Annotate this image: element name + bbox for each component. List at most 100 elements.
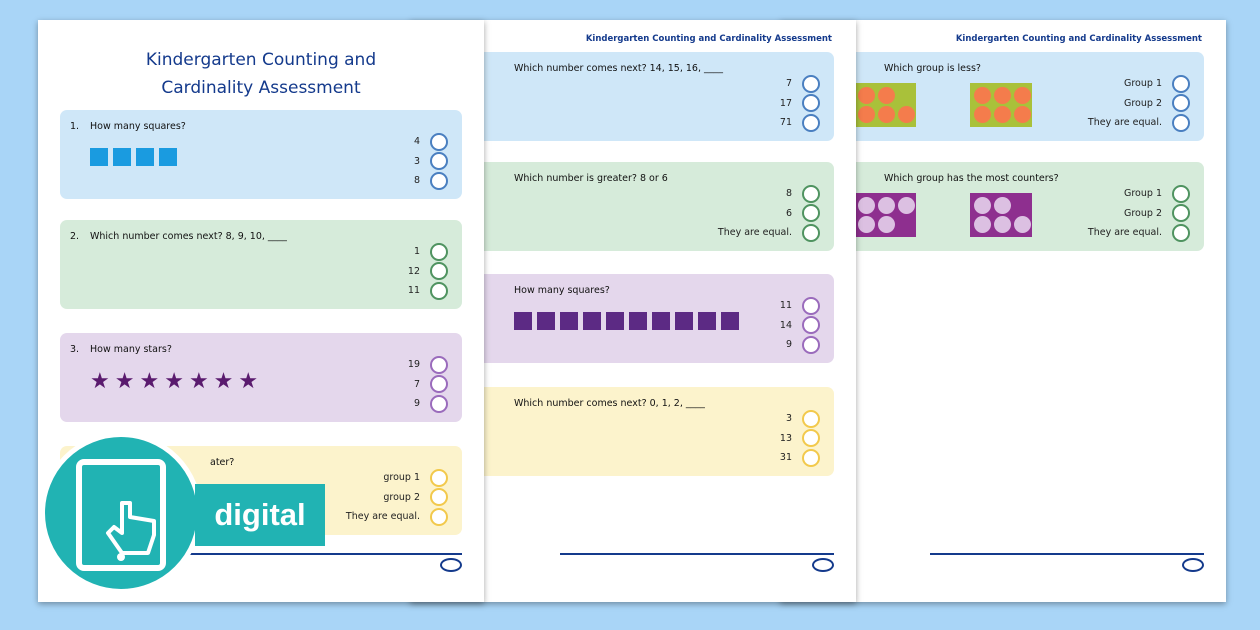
answer-option[interactable]: 7 xyxy=(408,375,448,395)
answer-option[interactable]: 11 xyxy=(780,296,820,316)
answer-option[interactable]: 19 xyxy=(408,355,448,375)
counter xyxy=(994,106,1011,123)
answer-option[interactable]: They are equal. xyxy=(718,223,820,243)
tablet-touch-icon xyxy=(76,459,166,571)
radio-circle[interactable] xyxy=(1172,223,1190,242)
radio-circle[interactable] xyxy=(430,132,448,151)
question-text: ater? xyxy=(210,457,235,468)
radio-circle[interactable] xyxy=(1172,184,1190,203)
option-label: group 1 xyxy=(383,472,420,484)
answer-option[interactable]: 13 xyxy=(780,429,820,449)
option-label: 8 xyxy=(413,175,420,187)
square-shape xyxy=(537,312,555,330)
option-label: 19 xyxy=(407,359,420,371)
answer-option[interactable]: 8 xyxy=(414,171,448,191)
option-label: 3 xyxy=(785,413,792,425)
square-shape xyxy=(698,312,716,330)
radio-circle[interactable] xyxy=(802,113,820,132)
running-header: Kindergarten Counting and Cardinality As… xyxy=(955,34,1202,44)
radio-circle[interactable] xyxy=(802,223,820,242)
question-text: How many stars? xyxy=(90,344,172,355)
answer-option[interactable]: 9 xyxy=(408,394,448,414)
answer-option[interactable]: 71 xyxy=(780,113,820,133)
radio-circle[interactable] xyxy=(802,335,820,354)
counter xyxy=(858,87,875,104)
answer-option[interactable]: 12 xyxy=(408,262,448,282)
answer-option[interactable]: 3 xyxy=(414,152,448,172)
option-label: 7 xyxy=(413,378,420,390)
question-number: 1. xyxy=(70,121,80,132)
answer-option[interactable]: group 2 xyxy=(346,488,448,508)
radio-circle[interactable] xyxy=(802,448,820,467)
radio-circle[interactable] xyxy=(430,242,448,261)
answer-option[interactable]: They are equal. xyxy=(1088,113,1190,133)
option-label: 3 xyxy=(413,155,420,167)
answer-option[interactable]: 6 xyxy=(718,204,820,224)
radio-circle[interactable] xyxy=(1172,204,1190,223)
option-label: 11 xyxy=(407,285,420,297)
answer-option[interactable]: 3 xyxy=(780,409,820,429)
answer-option[interactable]: 14 xyxy=(780,316,820,336)
radio-circle[interactable] xyxy=(430,262,448,281)
option-label: They are equal. xyxy=(717,227,792,239)
answer-option[interactable]: 9 xyxy=(780,335,820,355)
answer-option[interactable]: Group 2 xyxy=(1088,204,1190,224)
answer-option[interactable]: 1 xyxy=(408,242,448,262)
square-group xyxy=(90,148,177,166)
radio-circle[interactable] xyxy=(802,204,820,223)
radio-circle[interactable] xyxy=(430,355,448,374)
radio-circle[interactable] xyxy=(430,507,448,526)
counter xyxy=(858,216,875,233)
answer-option[interactable]: group 1 xyxy=(346,468,448,488)
radio-circle[interactable] xyxy=(430,394,448,413)
answer-option[interactable]: 8 xyxy=(718,184,820,204)
answer-option[interactable]: They are equal. xyxy=(346,507,448,527)
answer-option[interactable]: Group 1 xyxy=(1088,74,1190,94)
square-group xyxy=(514,312,739,330)
answer-option[interactable]: Group 1 xyxy=(1088,184,1190,204)
answer-option[interactable]: They are equal. xyxy=(1088,223,1190,243)
radio-circle[interactable] xyxy=(430,488,448,507)
radio-circle[interactable] xyxy=(430,468,448,487)
answer-option[interactable]: 31 xyxy=(780,448,820,468)
radio-circle[interactable] xyxy=(1172,74,1190,93)
counter xyxy=(898,106,915,123)
radio-circle[interactable] xyxy=(430,152,448,171)
option-label: 31 xyxy=(779,452,792,464)
radio-circle[interactable] xyxy=(430,281,448,300)
radio-circle[interactable] xyxy=(1172,113,1190,132)
radio-circle[interactable] xyxy=(802,409,820,428)
radio-circle[interactable] xyxy=(802,94,820,113)
option-label: 71 xyxy=(779,117,792,129)
answer-option[interactable]: Group 2 xyxy=(1088,94,1190,114)
empty-slot xyxy=(898,216,915,233)
star-group: ★★★★★★★ xyxy=(90,371,258,393)
radio-circle[interactable] xyxy=(1172,94,1190,113)
radio-circle[interactable] xyxy=(430,171,448,190)
radio-circle[interactable] xyxy=(802,429,820,448)
radio-circle[interactable] xyxy=(430,375,448,394)
question-text: Which group has the most counters? xyxy=(884,173,1059,184)
answer-option[interactable]: 7 xyxy=(780,74,820,94)
square-shape xyxy=(721,312,739,330)
star-icon: ★ xyxy=(213,369,234,394)
option-label: 1 xyxy=(413,246,420,258)
radio-circle[interactable] xyxy=(802,316,820,335)
option-label: They are equal. xyxy=(345,511,420,523)
counter xyxy=(1014,87,1031,104)
radio-circle[interactable] xyxy=(802,296,820,315)
answer-option[interactable]: 17 xyxy=(780,94,820,114)
question-number: 3. xyxy=(70,344,80,355)
answer-option[interactable]: 4 xyxy=(414,132,448,152)
radio-circle[interactable] xyxy=(802,74,820,93)
counter xyxy=(1014,106,1031,123)
answer-option[interactable]: 11 xyxy=(408,281,448,301)
answer-options: 3 13 31 xyxy=(780,409,820,468)
star-icon: ★ xyxy=(139,369,160,394)
question-text: How many squares? xyxy=(90,121,186,132)
radio-circle[interactable] xyxy=(802,184,820,203)
counter xyxy=(878,87,895,104)
question-text: Which number comes next? 14, 15, 16, ___… xyxy=(514,63,724,74)
